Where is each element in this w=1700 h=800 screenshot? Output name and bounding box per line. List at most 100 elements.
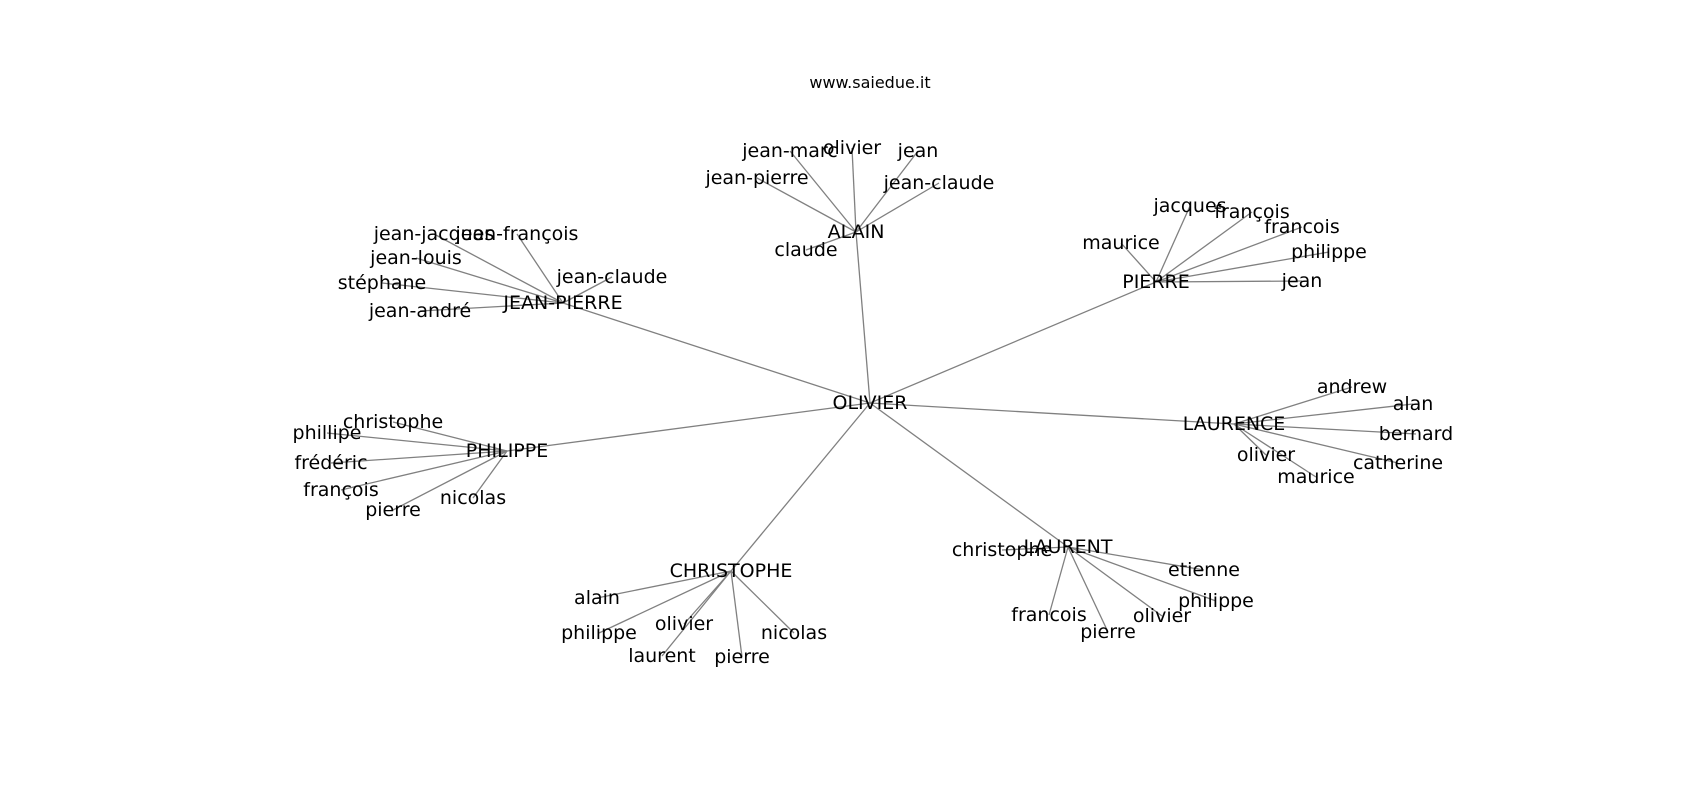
edge-christophe-pierre [730,570,743,658]
edge-christophe-nicolas [730,570,795,634]
leaf-node-alain-claude: claude [774,239,837,261]
edge-philippe-fr-d-ric [330,450,508,464]
edge-laurence-alan [1233,403,1414,425]
leaf-node-laurence-alan: alan [1393,393,1434,415]
edge-laurent-philippe [1067,546,1217,602]
edge-jean-pierre-jean-andr [419,302,564,312]
edge-root-philippe [506,402,871,452]
edge-christophe-laurent [661,570,732,657]
edge-laurent-etienne [1067,546,1205,571]
group-node-pierre: PIERRE [1122,271,1189,293]
edge-jean-pierre-st-phane [381,282,564,304]
leaf-node-alain-olivier: olivier [823,137,881,159]
group-node-christophe: CHRISTOPHE [670,560,793,582]
leaf-node-jean-pierre-jean-andr: jean-andré [368,300,471,322]
leaf-node-laurent-pierre: pierre [1080,621,1136,643]
leaf-node-pierre-jean: jean [1281,270,1323,292]
edge-philippe-fran-ois [340,450,508,491]
leaf-node-laurence-catherine: catherine [1353,452,1443,474]
leaf-node-laurence-maurice: maurice [1277,466,1354,488]
edges-layer [326,147,1417,658]
leaf-node-alain-jean-pierre: jean-pierre [704,167,808,189]
edge-laurent-christophe [1001,546,1069,551]
group-node-jean-pierre: JEAN-PIERRE [502,292,622,314]
leaf-node-alain-jean: jean [897,140,939,162]
leaf-node-philippe-pierre: pierre [365,499,421,521]
leaf-node-philippe-fran-ois: françois [303,479,378,501]
edge-alain-jean [855,150,919,233]
leaf-node-christophe-olivier: olivier [655,613,713,635]
edge-pierre-maurice [1120,242,1157,283]
leaf-node-pierre-maurice: maurice [1082,232,1159,254]
group-node-laurent: LAURENT [1024,536,1113,558]
leaf-node-pierre-fran-ois: françois [1214,201,1289,223]
edge-laurence-bernard [1233,423,1417,435]
leaf-node-laurence-bernard: bernard [1379,423,1453,445]
group-node-laurence: LAURENCE [1183,413,1286,435]
edge-philippe-nicolas [472,450,508,499]
edge-laurent-francois [1048,546,1069,616]
edge-philippe-phillipe [326,432,508,452]
leaf-node-philippe-fr-d-ric: frédéric [294,452,367,474]
edge-laurent-olivier [1067,546,1163,617]
leaf-node-laurent-etienne: etienne [1168,559,1240,581]
leaf-node-christophe-pierre: pierre [714,646,770,668]
leaf-node-jean-pierre-jean-jacques: jean-jacques [373,223,495,245]
edge-laurence-maurice [1233,423,1317,478]
leaf-node-philippe-nicolas: nicolas [440,487,506,509]
edge-pierre-francois [1155,226,1303,283]
edge-pierre-philippe [1155,251,1330,283]
edge-jean-pierre-jean-fran-ois [516,233,564,304]
edge-philippe-pierre [392,450,508,511]
leaf-node-jean-pierre-jean-louis: jean-louis [369,247,462,269]
edge-pierre-fran-ois [1155,211,1253,283]
edge-root-christophe [730,402,871,572]
leaf-node-laurent-christophe: christophe [952,539,1052,561]
edge-christophe-alain [596,570,732,599]
leaf-node-christophe-nicolas: nicolas [761,622,827,644]
leaf-node-pierre-francois: francois [1264,216,1339,238]
edge-laurence-catherine [1233,423,1399,464]
leaf-node-alain-jean-claude: jean-claude [883,172,995,194]
edge-jean-pierre-jean-claude [562,276,613,304]
leaf-node-pierre-jacques: jacques [1152,195,1226,217]
group-node-alain: ALAIN [828,221,885,243]
edge-pierre-jacques [1155,205,1191,283]
edge-laurent-pierre [1067,546,1109,633]
edge-christophe-philippe [598,570,732,634]
edge-jean-pierre-jean-louis [415,257,564,304]
edge-pierre-jean [1155,280,1303,283]
edge-alain-claude [805,231,857,251]
edge-alain-olivier [851,147,857,233]
leaf-node-alain-jean-marc: jean-marc [741,140,838,162]
edge-alain-jean-pierre [756,177,857,233]
edge-root-laurence [869,402,1235,425]
edge-alain-jean-claude [855,182,940,233]
edge-alain-jean-marc [789,150,857,233]
edge-root-jean-pierre [562,302,871,404]
edge-root-laurent [869,402,1069,548]
edge-root-alain [855,231,871,404]
edge-root-pierre [869,281,1157,404]
edge-philippe-christophe [392,421,508,452]
leaf-node-laurent-olivier: olivier [1133,605,1191,627]
root-node-label: OLIVIER [833,392,908,414]
group-node-philippe: PHILIPPE [466,440,548,462]
leaf-node-christophe-alain: alain [574,587,620,609]
leaf-node-christophe-laurent: laurent [628,645,696,667]
edge-jean-pierre-jean-jacques [433,233,564,304]
leaf-node-laurent-philippe: philippe [1178,590,1254,612]
edge-laurence-olivier [1233,423,1267,456]
leaf-node-jean-pierre-jean-claude: jean-claude [556,266,668,288]
source-caption: www.saiedue.it [809,73,930,92]
leaf-node-philippe-christophe: christophe [343,411,443,433]
leaf-node-laurence-andrew: andrew [1317,376,1387,398]
leaf-node-philippe-phillipe: phillipe [293,422,362,444]
edge-laurence-andrew [1233,386,1353,425]
leaf-node-laurence-olivier: olivier [1237,444,1295,466]
leaf-node-laurent-francois: francois [1011,604,1086,626]
leaf-node-christophe-philippe: philippe [561,622,637,644]
leaf-node-jean-pierre-st-phane: stéphane [338,272,427,294]
